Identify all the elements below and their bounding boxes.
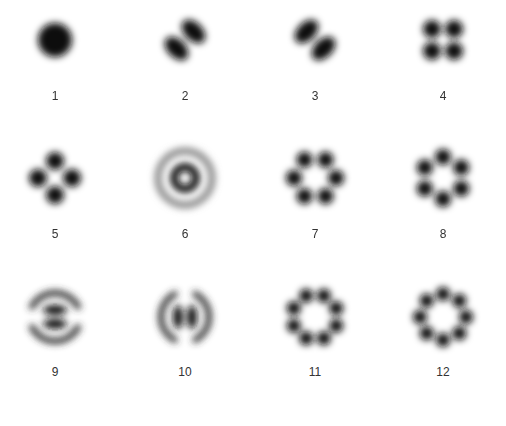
figure-number: 5 [52, 228, 59, 240]
mode-pattern [286, 152, 344, 204]
mode-pattern [158, 151, 212, 205]
mode-lobe [287, 301, 301, 315]
mode-arc [31, 325, 79, 341]
mode-lobe [299, 289, 313, 303]
mode-pattern [29, 152, 81, 204]
mode-lobe [445, 20, 463, 38]
mode-arc [161, 293, 177, 341]
mode-lobe [46, 186, 64, 204]
mode-lobe [329, 301, 343, 315]
mode-pattern [417, 149, 469, 207]
mode-lobe [307, 32, 340, 65]
mode-arc [193, 293, 209, 341]
mode-lobe [420, 294, 434, 308]
mode-lobe [420, 326, 434, 340]
mode-arc [31, 293, 79, 309]
mode-lobe [43, 305, 67, 315]
mode-lobe [297, 152, 313, 168]
mode-lobe [452, 294, 466, 308]
figure-number: 2 [182, 90, 189, 102]
mode-lobe [173, 305, 183, 329]
mode-lobe [43, 319, 67, 329]
mode-ring [174, 167, 196, 189]
mode-lobe [46, 152, 64, 170]
mode-pattern [413, 287, 473, 347]
figure-number: 11 [309, 366, 321, 378]
mode-lobe [445, 42, 463, 60]
mode-lobe [423, 20, 441, 38]
mode-pattern [287, 289, 343, 345]
figure-number: 6 [182, 228, 189, 240]
mode-lobe [417, 181, 433, 197]
mode-pattern [38, 23, 72, 57]
mode-lobe [453, 160, 469, 176]
mode-lobe [286, 170, 302, 186]
mode-lobe [317, 331, 331, 345]
mode-lobe [29, 169, 47, 187]
mode-lobe [459, 310, 473, 324]
figure-number: 1 [52, 90, 59, 102]
figure-number: 12 [436, 366, 449, 378]
mode-lobe [287, 319, 301, 333]
mode-lobe [452, 326, 466, 340]
mode-lobe [318, 188, 334, 204]
mode-ring [158, 151, 212, 205]
mode-lobe [299, 331, 313, 345]
figure-number: 3 [312, 90, 319, 102]
mode-lobe [329, 319, 343, 333]
mode-pattern [161, 293, 209, 341]
mode-lobe [328, 170, 344, 186]
mode-lobe [317, 289, 331, 303]
mode-lobe [38, 23, 72, 57]
mode-lobe [187, 305, 197, 329]
figure-number: 4 [440, 90, 447, 102]
figure-number: 8 [440, 228, 447, 240]
mode-lobe [436, 333, 450, 347]
mode-lobe [417, 160, 433, 176]
mode-lobe [413, 310, 427, 324]
mode-pattern [31, 293, 79, 341]
figure-number: 7 [312, 228, 319, 240]
mode-lobe [423, 42, 441, 60]
mode-lobe [160, 32, 193, 65]
mode-lobe [297, 188, 313, 204]
mode-lobe [436, 287, 450, 301]
mode-lobe [453, 181, 469, 197]
mode-pattern [160, 15, 209, 64]
mode-pattern [423, 20, 463, 60]
figure-number: 9 [52, 366, 59, 378]
mode-lobe [318, 152, 334, 168]
mode-pattern [290, 15, 339, 64]
figure-number: 10 [178, 366, 191, 378]
mode-lobe [435, 149, 451, 165]
mode-lobe [63, 169, 81, 187]
mode-lobe [435, 191, 451, 207]
